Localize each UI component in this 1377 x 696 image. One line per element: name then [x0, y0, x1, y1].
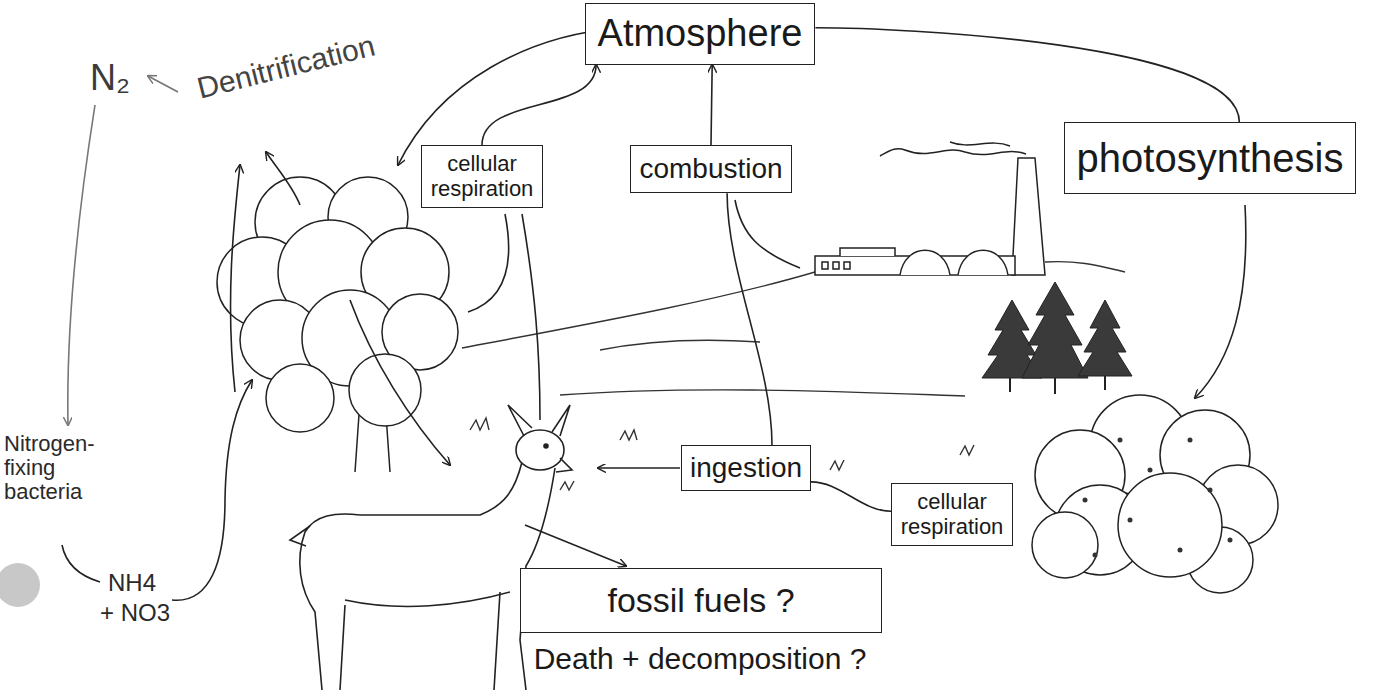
hills [462, 262, 1125, 490]
deer-legs [340, 592, 500, 690]
berry [1188, 438, 1193, 443]
flow-arrow [148, 76, 178, 92]
ground-line [560, 390, 965, 396]
deer-back [360, 462, 522, 515]
flow-connector [711, 65, 712, 145]
note-label: Denitrification [194, 29, 378, 105]
flow-line [62, 545, 100, 582]
tree [217, 177, 458, 472]
note-label: N₂ [90, 58, 130, 98]
grass-tufts [470, 418, 974, 490]
process-box: ingestion [681, 445, 811, 491]
box-text: fossil fuels ? [531, 581, 871, 620]
bush-lobe [1032, 512, 1098, 578]
deer-eye [544, 444, 548, 448]
flow-connector [815, 28, 1239, 122]
pine-tree [1022, 282, 1088, 378]
flow-connector [482, 65, 596, 145]
process-box: fossil fuels ? [520, 568, 882, 633]
flow-arrow [525, 525, 626, 566]
flow-arrows [62, 28, 1246, 600]
process-box: cellular respiration [421, 145, 543, 208]
deer-ears [508, 405, 570, 436]
flow-arrow [266, 152, 300, 205]
pine-tree [1078, 300, 1132, 376]
note-label: Death + decomposition ? [534, 642, 867, 675]
deer-snout [556, 458, 572, 472]
box-text: ingestion [690, 452, 802, 484]
deer-belly [345, 592, 510, 606]
process-box: combustion [630, 145, 791, 193]
factory [815, 142, 1045, 275]
box-text: cellular respiration [430, 151, 534, 202]
smoke [880, 149, 1026, 156]
factory-roof [840, 248, 895, 256]
berry [1178, 548, 1183, 553]
bush [1032, 395, 1278, 593]
chimney [1012, 158, 1045, 275]
box-text: Atmosphere [598, 12, 803, 56]
berry [1093, 553, 1098, 558]
flow-line [522, 214, 540, 420]
flow-arrow [231, 165, 240, 392]
bush-berries [1083, 438, 1233, 558]
flow-line [468, 214, 509, 312]
flow-connector [811, 482, 891, 511]
flow-connector [727, 193, 772, 445]
note-label: NH4 [108, 570, 156, 596]
shrub-line [600, 340, 760, 350]
nitrogen-arrows [68, 76, 178, 425]
berry [1083, 498, 1088, 503]
process-box: photosynthesis [1064, 122, 1357, 194]
smoke [950, 142, 1010, 146]
box-text: cellular respiration [900, 489, 1004, 540]
pine-trunks [1010, 376, 1105, 394]
flow-arrow [68, 105, 95, 425]
hill-line [462, 272, 815, 348]
tree-canopy [266, 364, 334, 432]
bush-lobe [1118, 473, 1222, 577]
flow-arrow [598, 467, 680, 469]
factory-windows [822, 262, 850, 269]
hill-line [1045, 262, 1125, 272]
berry [1128, 518, 1133, 523]
note-label: Nitrogen-fixing bacteria [4, 432, 114, 505]
note-label: + NO3 [100, 600, 170, 626]
process-box: Atmosphere [585, 3, 816, 65]
berry [1208, 488, 1213, 493]
pine-trees [982, 282, 1132, 394]
box-text: combustion [639, 153, 782, 185]
grey-dot [0, 563, 40, 607]
box-text: photosynthesis [1077, 135, 1344, 181]
flow-arrow [172, 380, 252, 600]
flow-arrow [1195, 205, 1246, 398]
deer [290, 405, 572, 690]
berry [1228, 538, 1233, 543]
deer-tail [290, 526, 310, 546]
flow-line [735, 200, 800, 268]
berry [1148, 468, 1153, 473]
flow-arrow [350, 300, 450, 465]
process-box: cellular respiration [891, 483, 1013, 546]
factory-arch [900, 250, 950, 275]
factory-arch [958, 250, 1008, 275]
berry [1118, 438, 1123, 443]
